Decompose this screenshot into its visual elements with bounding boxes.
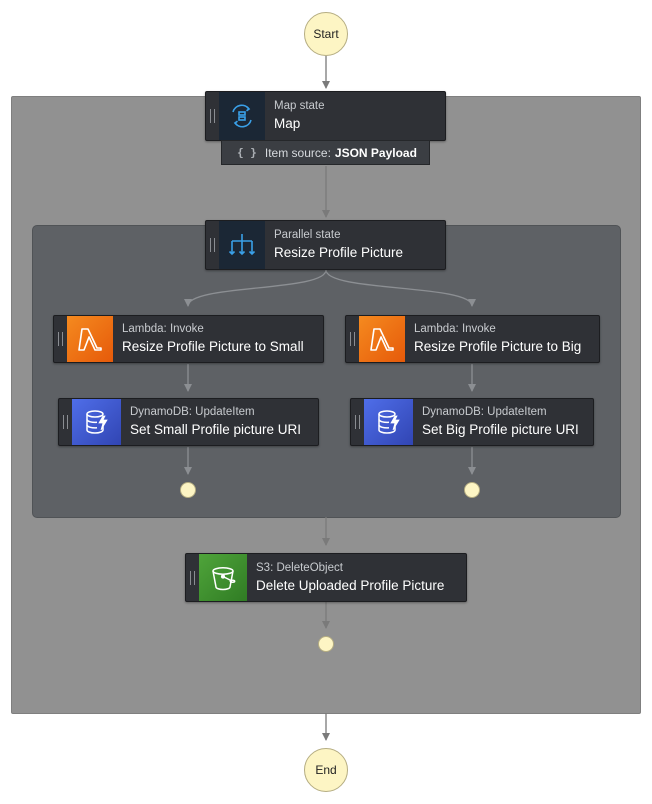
item-source-label: Item source: xyxy=(264,145,331,160)
lambda-big-type: Lambda: Invoke xyxy=(414,323,496,335)
lambda-small-name: Resize Profile Picture to Small xyxy=(122,339,304,354)
dynamodb-icon xyxy=(72,399,121,445)
drag-handle[interactable] xyxy=(206,221,219,269)
dynamodb-small-type: DynamoDB: UpdateItem xyxy=(130,406,255,418)
start-node[interactable]: Start xyxy=(304,12,348,56)
dynamodb-icon xyxy=(364,399,413,445)
end-label: End xyxy=(315,763,337,777)
end-node[interactable]: End xyxy=(304,748,348,792)
item-source-value: JSON Payload xyxy=(334,145,417,160)
s3-bucket-icon xyxy=(199,554,247,601)
parallel-state-node[interactable]: Parallel state Resize Profile Picture xyxy=(205,220,446,270)
lambda-small-type: Lambda: Invoke xyxy=(122,323,204,335)
map-state-node[interactable]: Map state Map xyxy=(205,91,446,141)
lambda-icon xyxy=(67,316,113,362)
dynamodb-big-type: DynamoDB: UpdateItem xyxy=(422,406,547,418)
start-label: Start xyxy=(313,27,339,41)
item-source-bar[interactable]: { } Item source: JSON Payload xyxy=(221,140,430,165)
lambda-icon xyxy=(359,316,405,362)
dynamodb-big-name: Set Big Profile picture URI xyxy=(422,422,579,437)
drag-handle[interactable] xyxy=(351,399,364,445)
drag-handle[interactable] xyxy=(346,316,359,362)
drag-handle[interactable] xyxy=(206,92,219,140)
s3-state-type: S3: DeleteObject xyxy=(256,561,343,574)
parallel-state-type: Parallel state xyxy=(274,229,341,241)
map-state-name: Map xyxy=(274,116,301,131)
map-end-node[interactable] xyxy=(318,636,334,652)
parallel-state-name: Resize Profile Picture xyxy=(274,245,404,260)
drag-handle[interactable] xyxy=(186,554,199,601)
braces-icon: { } xyxy=(237,146,257,159)
lambda-resize-big-node[interactable]: Lambda: Invoke Resize Profile Picture to… xyxy=(345,315,600,363)
lambda-resize-small-node[interactable]: Lambda: Invoke Resize Profile Picture to… xyxy=(53,315,324,363)
dynamodb-set-small-node[interactable]: DynamoDB: UpdateItem Set Small Profile p… xyxy=(58,398,319,446)
dynamodb-small-name: Set Small Profile picture URI xyxy=(130,422,302,437)
s3-state-name: Delete Uploaded Profile Picture xyxy=(256,577,445,593)
drag-handle[interactable] xyxy=(54,316,67,362)
branch-big-end-node[interactable] xyxy=(464,482,480,498)
s3-delete-object-node[interactable]: S3: DeleteObject Delete Uploaded Profile… xyxy=(185,553,467,602)
dynamodb-set-big-node[interactable]: DynamoDB: UpdateItem Set Big Profile pic… xyxy=(350,398,594,446)
parallel-state-icon xyxy=(219,221,265,269)
map-state-icon xyxy=(219,92,265,140)
drag-handle[interactable] xyxy=(59,399,72,445)
lambda-big-name: Resize Profile Picture to Big xyxy=(414,339,582,354)
branch-small-end-node[interactable] xyxy=(180,482,196,498)
map-state-type: Map state xyxy=(274,100,325,112)
